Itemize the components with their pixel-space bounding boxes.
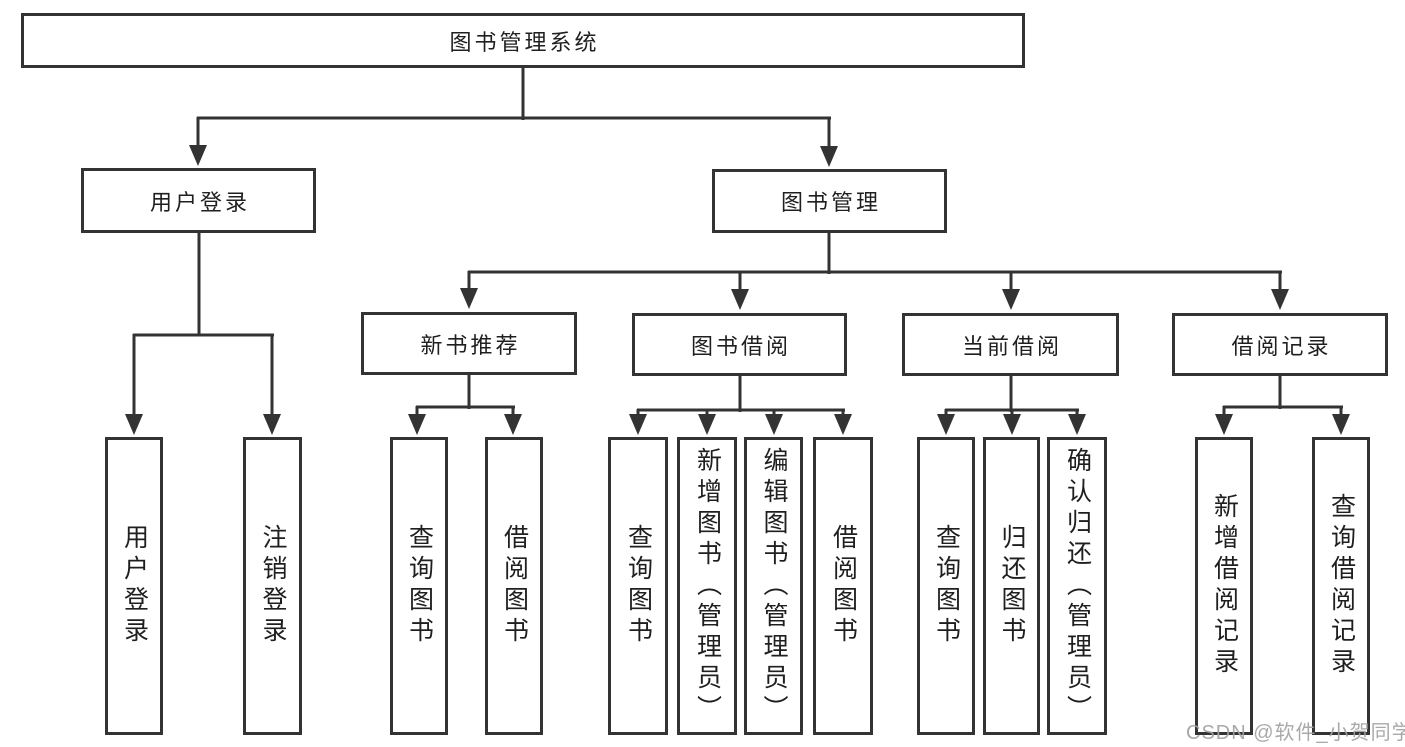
leaf-label: 用户登录 [120, 524, 149, 648]
leaf-query-borrow-record: 查询借阅记录 [1312, 437, 1370, 735]
leaf-label: 查询图书 [624, 524, 653, 648]
node-current-borrow: 当前借阅 [902, 313, 1119, 376]
node-borrow-record: 借阅记录 [1172, 313, 1388, 376]
leaf-label: 查询借阅记录 [1327, 493, 1356, 679]
csdn-watermark: CSDN @软件_小贺同学 [1186, 722, 1405, 744]
node-new-book-recommend: 新书推荐 [361, 312, 577, 375]
leaf-label: 新增图书（管理员） [693, 446, 722, 726]
leaf-label: 编辑图书（管理员） [760, 446, 788, 726]
node-root-label: 图书管理系统 [449, 29, 600, 55]
node-book-management-label: 图书管理 [780, 190, 881, 215]
leaf-user-login: 用户登录 [105, 437, 163, 735]
arrowheads [125, 145, 1350, 435]
node-current-borrow-label: 当前借阅 [961, 333, 1062, 359]
leaf-query-book-current: 查询图书 [917, 437, 975, 735]
node-user-login-label: 用户登录 [149, 189, 250, 215]
leaf-label: 确认归还（管理员） [1063, 446, 1092, 726]
node-book-management: 图书管理 [712, 169, 947, 233]
leaf-query-book-borrow: 查询图书 [608, 437, 668, 735]
leaf-label: 查询图书 [932, 524, 961, 648]
leaf-label: 查询图书 [405, 524, 434, 648]
leaf-add-borrow-record: 新增借阅记录 [1195, 437, 1253, 735]
leaf-edit-book-admin: 编辑图书（管理员） [744, 437, 803, 735]
leaf-label: 归还图书 [998, 524, 1026, 648]
leaf-logout: 注销登录 [243, 437, 302, 735]
node-book-borrow: 图书借阅 [632, 313, 847, 376]
node-borrow-record-label: 借阅记录 [1231, 333, 1332, 359]
leaf-return-book: 归还图书 [983, 437, 1040, 735]
node-new-book-recommend-label: 新书推荐 [420, 332, 521, 358]
node-root: 图书管理系统 [21, 13, 1025, 68]
leaf-add-book-admin: 新增图书（管理员） [677, 437, 737, 735]
node-user-login: 用户登录 [81, 168, 316, 233]
leaf-borrow-book-recommend: 借阅图书 [485, 437, 543, 735]
node-book-borrow-label: 图书借阅 [690, 333, 791, 359]
leaf-label: 注销登录 [259, 524, 287, 648]
leaf-label: 借阅图书 [829, 524, 858, 648]
leaf-label: 借阅图书 [500, 524, 529, 648]
leaf-label: 新增借阅记录 [1210, 493, 1239, 679]
leaf-borrow-book: 借阅图书 [813, 437, 873, 735]
leaf-query-book-recommend: 查询图书 [390, 437, 448, 735]
leaf-confirm-return-admin: 确认归还（管理员） [1047, 437, 1107, 735]
